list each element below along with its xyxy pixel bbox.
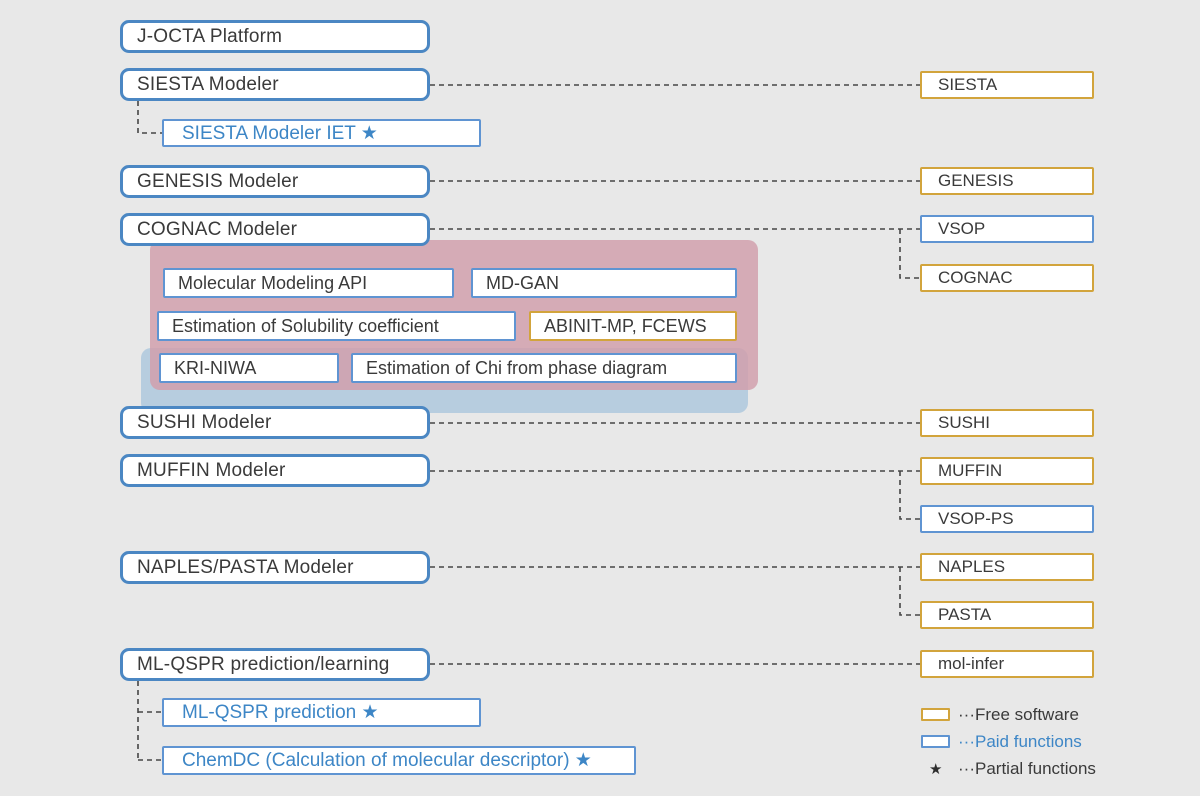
box-label: KRI-NIWA (174, 357, 257, 378)
box-label: Molecular Modeling API (178, 272, 368, 293)
box-cognac-modeler: COGNAC Modeler (120, 213, 430, 246)
box-label: SIESTA Modeler IET ★ (182, 122, 378, 144)
box-label: Estimation of Solubility coefficient (172, 315, 439, 336)
box-molecular-modeling-api: Molecular Modeling API (163, 268, 454, 298)
box-label: GENESIS (938, 171, 1014, 190)
box-label: ABINIT-MP, FCEWS (544, 315, 707, 336)
box-siesta: SIESTA (920, 71, 1094, 99)
box-label: COGNAC Modeler (137, 218, 298, 240)
legend-partial-label: ···Partial functions (958, 758, 1096, 778)
box-label: ChemDC (Calculation of molecular descrip… (182, 750, 592, 771)
box-genesis-modeler: GENESIS Modeler (120, 165, 430, 198)
box-muffin-modeler: MUFFIN Modeler (120, 454, 430, 487)
star-icon: ★ (929, 760, 943, 778)
box-genesis: GENESIS (920, 167, 1094, 195)
box-label: MD-GAN (486, 272, 559, 293)
box-ml-qspr-learning: ML-QSPR prediction/learning (120, 648, 430, 681)
box-abinit-mp-fcews: ABINIT-MP, FCEWS (529, 311, 737, 341)
connector-vsop-ps-branch (899, 471, 920, 520)
box-vsop-ps: VSOP-PS (920, 505, 1094, 533)
box-label: COGNAC (938, 268, 1013, 287)
connector-siesta-iet (137, 101, 162, 134)
legend-row-free: ···Free software (920, 701, 1096, 728)
box-label: SUSHI (938, 413, 990, 432)
legend-paid-label: ···Paid functions (958, 731, 1082, 751)
connector-pasta-branch (899, 567, 920, 616)
box-label: SIESTA Modeler (137, 73, 279, 95)
box-label: PASTA (938, 605, 992, 624)
box-estimation-solubility: Estimation of Solubility coefficient (157, 311, 516, 341)
legend: ···Free software ···Paid functions ★ ···… (920, 701, 1096, 782)
box-mol-infer: mol-infer (920, 650, 1094, 678)
box-kri-niwa: KRI-NIWA (159, 353, 339, 383)
box-j-octa-platform: J-OCTA Platform (120, 20, 430, 53)
box-pasta: PASTA (920, 601, 1094, 629)
box-label: GENESIS Modeler (137, 170, 299, 192)
legend-row-partial: ★ ···Partial functions (920, 755, 1096, 782)
box-label: J-OCTA Platform (137, 25, 283, 47)
box-sushi: SUSHI (920, 409, 1094, 437)
box-siesta-modeler-iet: SIESTA Modeler IET ★ (162, 119, 481, 147)
box-ml-qspr-prediction: ML-QSPR prediction ★ (162, 698, 481, 727)
box-vsop: VSOP (920, 215, 1094, 243)
box-label: VSOP (938, 219, 986, 238)
box-label: ML-QSPR prediction ★ (182, 702, 379, 723)
box-label: NAPLES/PASTA Modeler (137, 556, 354, 578)
box-label: Estimation of Chi from phase diagram (366, 357, 668, 378)
legend-row-paid: ···Paid functions (920, 728, 1096, 755)
box-naples-pasta-modeler: NAPLES/PASTA Modeler (120, 551, 430, 584)
legend-free-label: ···Free software (958, 704, 1079, 724)
box-naples: NAPLES (920, 553, 1094, 581)
box-siesta-modeler: SIESTA Modeler (120, 68, 430, 101)
box-label: NAPLES (938, 557, 1006, 576)
box-md-gan: MD-GAN (471, 268, 737, 298)
box-sushi-modeler: SUSHI Modeler (120, 406, 430, 439)
free-software-swatch-icon (920, 708, 958, 721)
box-label: MUFFIN (938, 461, 1003, 480)
box-label: SIESTA (938, 75, 998, 94)
box-label: MUFFIN Modeler (137, 459, 286, 481)
box-label: mol-infer (938, 654, 1005, 673)
box-label: ML-QSPR prediction/learning (137, 653, 390, 675)
box-muffin: MUFFIN (920, 457, 1094, 485)
box-cognac: COGNAC (920, 264, 1094, 292)
connector-cognac-branch (899, 229, 920, 279)
box-estimation-chi: Estimation of Chi from phase diagram (351, 353, 737, 383)
paid-functions-swatch-icon (920, 735, 958, 748)
box-label: VSOP-PS (938, 509, 1014, 528)
box-label: SUSHI Modeler (137, 411, 272, 433)
box-chemdc: ChemDC (Calculation of molecular descrip… (162, 746, 636, 775)
